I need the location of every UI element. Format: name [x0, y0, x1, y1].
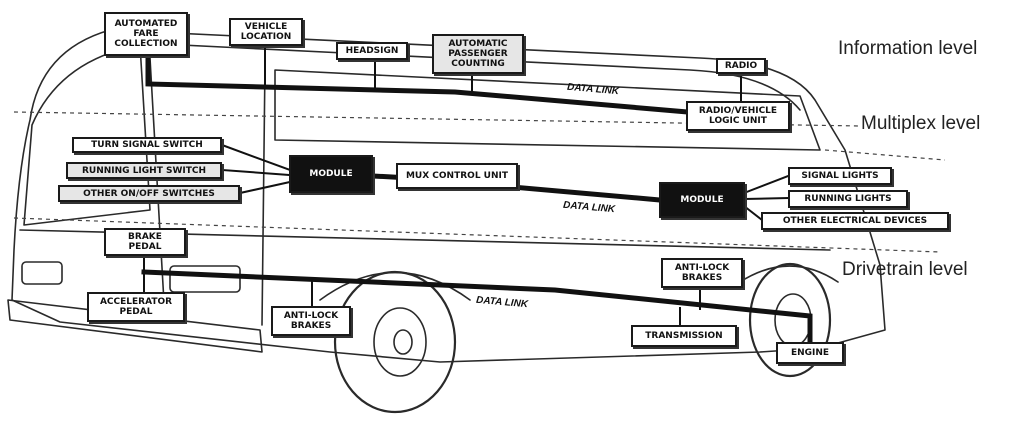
information-level-label: Information level	[838, 38, 977, 60]
anti-lock-brakes-left-box: ANTI-LOCK BRAKES	[271, 306, 351, 336]
turn-signal-switch-box: TURN SIGNAL SWITCH	[72, 137, 222, 153]
running-lights-box: RUNNING LIGHTS	[788, 190, 908, 208]
van-front-door-2	[262, 64, 265, 325]
front-wheel-tire	[335, 272, 455, 412]
headsign-box: HEADSIGN	[336, 42, 408, 60]
mux-link-other-devices	[744, 206, 762, 220]
mux-control-unit-box: MUX CONTROL UNIT	[396, 163, 518, 189]
front-wheel-center	[394, 330, 412, 354]
van-headlight-right	[170, 266, 240, 292]
anti-lock-brakes-right-box: ANTI-LOCK BRAKES	[661, 258, 743, 288]
mux-link-running-switch	[222, 170, 290, 175]
mux-link-signal-lights	[744, 176, 788, 193]
radio-box: RADIO	[716, 58, 766, 74]
signal-lights-box: SIGNAL LIGHTS	[788, 167, 892, 185]
running-light-switch-box: RUNNING LIGHT SWITCH	[66, 162, 222, 179]
other-electrical-devices-box: OTHER ELECTRICAL DEVICES	[761, 212, 949, 230]
multiplex-level-label: Multiplex level	[861, 113, 980, 135]
engine-box: ENGINE	[776, 342, 844, 364]
module-left-box: MODULE	[289, 155, 373, 193]
module-right-box: MODULE	[659, 182, 745, 218]
rear-wheel-arch	[740, 266, 838, 282]
radio-vehicle-logic-unit-box: RADIO/VEHICLE LOGIC UNIT	[686, 101, 790, 131]
level-separator-right	[825, 150, 945, 160]
rear-wheel-hub	[775, 294, 811, 346]
automated-fare-collection-box: AUTOMATED FARE COLLECTION	[104, 12, 188, 56]
mux-link-other-switches	[240, 182, 290, 193]
automatic-passenger-counting-box: AUTOMATIC PASSENGER COUNTING	[432, 34, 524, 74]
mux-link-turn-signal	[222, 145, 290, 170]
mux-link-running-lights	[744, 198, 788, 199]
transmission-box: TRANSMISSION	[631, 325, 737, 347]
accelerator-pedal-box: ACCELERATOR PEDAL	[87, 292, 185, 322]
other-on-off-switches-box: OTHER ON/OFF SWITCHES	[58, 185, 240, 202]
vehicle-location-box: VEHICLE LOCATION	[229, 18, 303, 46]
drivetrain-level-label: Drivetrain level	[842, 259, 968, 281]
brake-pedal-box: BRAKE PEDAL	[104, 228, 186, 256]
front-wheel-hub	[374, 308, 426, 376]
van-headlight-left	[22, 262, 62, 284]
